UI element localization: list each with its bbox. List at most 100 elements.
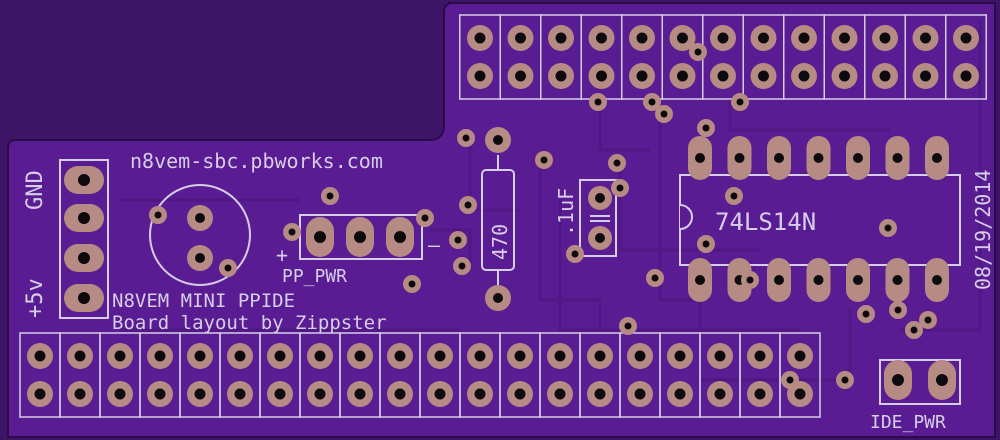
pad — [727, 136, 752, 180]
pad — [846, 258, 870, 302]
pad — [831, 63, 858, 89]
pad — [307, 343, 333, 369]
via — [697, 119, 715, 137]
via — [283, 223, 301, 241]
via — [449, 231, 467, 249]
via — [535, 151, 553, 169]
pad — [467, 381, 493, 407]
pad — [346, 217, 374, 257]
pad — [667, 343, 693, 369]
ic-74ls14n — [679, 136, 961, 302]
pad — [547, 343, 573, 369]
via — [655, 105, 673, 123]
via — [905, 321, 923, 339]
pad — [507, 63, 534, 89]
resistor-label: 470 — [488, 224, 512, 260]
pad — [147, 343, 173, 369]
pad — [831, 25, 858, 51]
pad — [688, 136, 712, 180]
pad — [107, 343, 133, 369]
pad — [267, 343, 293, 369]
credit-line: Board layout by Zippster — [112, 312, 387, 334]
via — [459, 196, 477, 214]
pad — [627, 343, 653, 369]
via — [879, 219, 897, 237]
pad — [427, 343, 453, 369]
via — [416, 209, 434, 227]
via — [781, 371, 799, 389]
via — [566, 245, 584, 263]
pad — [872, 63, 898, 89]
pad — [587, 343, 613, 369]
power-header-left — [59, 159, 109, 319]
pad — [507, 381, 533, 407]
pad — [925, 258, 949, 302]
vias — [149, 43, 937, 389]
pad — [187, 343, 213, 369]
pad — [787, 343, 813, 369]
date-text: 08/19/2014 — [971, 170, 995, 290]
pad — [747, 343, 773, 369]
gnd-label: GND — [23, 170, 48, 210]
pad — [912, 63, 939, 89]
ide-pwr-header — [879, 359, 961, 405]
pp-pwr-label: PP_PWR — [282, 266, 347, 287]
via — [589, 93, 607, 111]
pad — [507, 343, 533, 369]
pad — [64, 284, 104, 312]
pad — [750, 63, 777, 89]
capacitor — [579, 179, 617, 257]
via — [611, 179, 629, 197]
pad — [347, 381, 373, 407]
pad — [806, 258, 831, 302]
pad — [953, 63, 979, 89]
pad — [227, 343, 253, 369]
pad — [953, 25, 979, 51]
pad — [548, 63, 574, 89]
pad — [307, 381, 333, 407]
chip-label: 74LS14N — [715, 208, 816, 236]
pad — [925, 136, 949, 180]
led — [149, 184, 251, 286]
pad — [306, 217, 334, 257]
pad — [547, 381, 573, 407]
via — [608, 154, 626, 172]
pad — [386, 217, 414, 257]
pad — [27, 381, 53, 407]
via — [457, 129, 475, 147]
pad — [710, 25, 736, 51]
pad — [548, 25, 574, 51]
pad — [791, 63, 817, 89]
pad — [627, 381, 653, 407]
pad — [885, 258, 910, 302]
pad — [806, 136, 831, 180]
pad — [747, 381, 773, 407]
via — [643, 93, 661, 111]
pad — [64, 166, 104, 194]
pad — [588, 63, 615, 89]
minus-label: – — [428, 233, 441, 257]
pad — [872, 25, 898, 51]
capacitor-label: .1uF — [554, 188, 578, 236]
via — [646, 269, 664, 287]
pad — [64, 244, 104, 272]
via — [219, 259, 237, 277]
via — [619, 317, 637, 335]
pad — [629, 63, 655, 89]
via — [836, 371, 854, 389]
pad — [587, 381, 613, 407]
title-line: N8VEM MINI PPIDE — [112, 290, 295, 312]
via — [149, 206, 167, 224]
pp-pwr-header — [299, 214, 423, 260]
pad — [885, 136, 910, 180]
via — [697, 235, 715, 253]
via — [403, 275, 421, 293]
pad — [669, 63, 696, 89]
via — [857, 305, 875, 323]
pad — [707, 381, 733, 407]
bottom-pin-header — [19, 332, 821, 418]
pad — [688, 258, 712, 302]
pad — [667, 381, 693, 407]
pad — [64, 204, 104, 232]
